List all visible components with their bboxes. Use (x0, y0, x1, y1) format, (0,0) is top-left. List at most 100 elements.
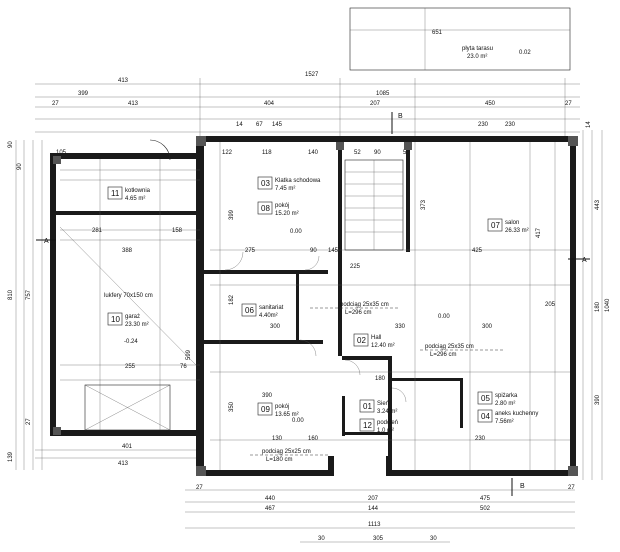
inner-dim: 330 (395, 324, 406, 330)
lintel-label: lukfery 70x150 cm (104, 293, 153, 299)
inner-dim: 275 (245, 248, 256, 254)
top-dim-413: 413 (118, 78, 129, 84)
bottom-dim-467: 467 (265, 506, 276, 512)
beam-1-label: podciąg 25x35 cm (340, 302, 389, 308)
room-07-living: 07 salon 26.33 m² (487, 218, 529, 234)
bottom-dim-30a: 30 (318, 536, 325, 542)
room-area: 3.24 m² (377, 409, 397, 415)
elevation-terrace: 0.02 (519, 50, 531, 56)
right-dim-443: 443 (595, 199, 601, 210)
room-area: 7.45 m² (275, 186, 295, 192)
room-number: 01 (363, 402, 372, 411)
inner-dim: 90 (310, 248, 317, 254)
top-dim-413b: 413 (128, 101, 139, 107)
left-dim-90b: 90 (17, 163, 23, 170)
inner-dim: 281 (92, 228, 103, 234)
beam-1-length: L=296 cm (345, 310, 372, 316)
elevation-hall: 0.00 (438, 314, 450, 320)
room-name: garaż (125, 314, 140, 320)
room-name: sanitariat (259, 305, 284, 311)
bottom-dim-475: 475 (480, 496, 491, 502)
bottom-dim-27a: 27 (196, 485, 203, 491)
left-dim-757: 757 (26, 289, 32, 300)
inner-dim: 255 (125, 364, 136, 370)
room-area: 2.80 m² (495, 401, 515, 407)
bottom-dim-440: 440 (265, 496, 276, 502)
top-dim-14: 14 (236, 122, 243, 128)
inner-dim: 205 (545, 302, 556, 308)
top-dim-404: 404 (264, 101, 275, 107)
exterior-walls (50, 136, 576, 476)
terrace-dim: 651 (432, 30, 443, 36)
top-dim-450: 450 (485, 101, 496, 107)
room-number: 11 (111, 189, 120, 198)
room-number: 09 (261, 405, 270, 414)
terrace-plate: 651 płyta tarasu 23.0 m² 0.02 (349, 7, 571, 71)
right-dimensions: 14 443 180 1040 390 (582, 121, 611, 480)
section-mark-a-right: A (582, 257, 587, 264)
beam-2-label: podciąg 25x35 cm (425, 344, 474, 350)
room-number: 10 (111, 315, 120, 324)
inner-dim: 399 (229, 209, 235, 220)
elevation-marks: -0.24 0.00 0.00 0.00 (124, 229, 450, 424)
room-04-kitchenette: 04 aneks kuchenny 7.56m² (477, 409, 538, 425)
room-09-bedroom: 09 pokój 13.65 m² (257, 402, 299, 418)
room-number: 12 (363, 421, 372, 430)
room-03-staircase: 03 Klatka schodowa 7.45 m² (257, 176, 321, 192)
terrace-name: płyta tarasu (462, 46, 493, 52)
top-dim-67: 67 (256, 122, 263, 128)
inner-dim: 76 (180, 364, 187, 370)
right-dim-14: 14 (586, 121, 592, 128)
inner-dimensions: 388 281 158 275 90 145 425 255 76 390 13… (92, 199, 556, 442)
right-dim-180: 180 (595, 301, 601, 312)
inner-dim: 388 (122, 248, 133, 254)
room-area: 7.56m² (495, 419, 514, 425)
bottom-dim-305: 305 (373, 536, 384, 542)
beam-3-label: podciąg 25x25 cm (262, 449, 311, 455)
interior-walls (56, 142, 463, 470)
inner-dim: 160 (308, 436, 319, 442)
top-dim-230b: 230 (505, 122, 516, 128)
room-11-boiler: 11 kotłownia 4.65 m² (107, 186, 151, 202)
room-06-wc: 06 sanitariat 4.40m² (241, 303, 284, 319)
top-dim-230a: 230 (478, 122, 489, 128)
inner-dim: 390 (262, 393, 273, 399)
left-dim-90a: 90 (8, 141, 14, 148)
bottom-dimensions: 401 413 27 440 207 475 27 467 144 502 11… (35, 444, 575, 543)
top-dim-27a: 27 (52, 101, 59, 107)
room-number: 05 (481, 394, 490, 403)
room-name: aneks kuchenny (495, 411, 538, 417)
top-dim-145: 145 (272, 122, 283, 128)
top-dim-399: 399 (78, 91, 89, 97)
room-name: pokój (275, 404, 289, 410)
beam-lines (250, 307, 505, 456)
room-05-pantry: 05 spiżarka 2.80 m² (477, 391, 518, 407)
room-name: Hall (371, 335, 381, 341)
inner-dim: 350 (229, 401, 235, 412)
top-dim-1085: 1085 (376, 91, 390, 97)
room-name: podcień (377, 420, 398, 426)
inner-dim: 145 (328, 248, 339, 254)
bottom-dim-1113: 1113 (368, 522, 381, 528)
bottom-dim-144: 144 (368, 506, 379, 512)
top-dim-140: 140 (308, 150, 319, 156)
inner-dim: 182 (229, 294, 235, 305)
inner-dim: 373 (421, 199, 427, 210)
bottom-dim-27b: 27 (568, 485, 575, 491)
room-name: spiżarka (495, 393, 518, 399)
section-marks: A A B B (36, 112, 590, 496)
room-number: 06 (245, 306, 254, 315)
room-area: 15.20 m² (275, 211, 299, 217)
inner-dim: 225 (350, 264, 361, 270)
room-area: 26.33 m² (505, 228, 529, 234)
room-area: 4.65 m² (125, 196, 145, 202)
inner-dim: 300 (270, 324, 281, 330)
room-number: 07 (491, 221, 500, 230)
right-dim-390: 390 (595, 394, 601, 405)
room-10-garage: 10 garaż 23.30 m² (107, 312, 149, 328)
top-dim-118: 118 (262, 150, 272, 156)
bottom-dim-413: 413 (118, 461, 129, 467)
inner-dim: 230 (475, 436, 486, 442)
right-dim-1040: 1040 (605, 298, 611, 312)
